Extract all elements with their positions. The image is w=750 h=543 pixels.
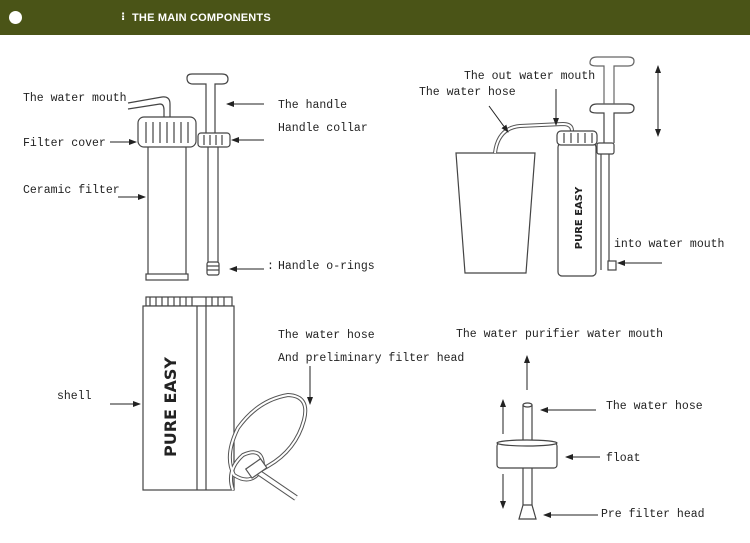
pump-handle	[186, 73, 231, 276]
label-water-hose-mid: The water hose	[278, 329, 375, 342]
leader-arrows-bottom-right	[500, 355, 600, 518]
label-handle-collar: Handle collar	[278, 122, 368, 135]
coiled-hose	[227, 392, 308, 501]
label-water-mouth: The water mouth	[23, 92, 127, 105]
float-assembly	[496, 402, 558, 520]
label-the-handle: The handle	[278, 99, 348, 112]
label-out-water-mouth: The out water mouth	[464, 70, 596, 83]
filter-cartridge	[127, 96, 197, 281]
label-float: float	[606, 452, 641, 465]
page-title: THE MAIN COMPONENTS	[132, 12, 271, 24]
label-into-water-mouth: into water mouth	[614, 238, 725, 251]
label-water-hose-top: The water hose	[419, 86, 516, 99]
label-ceramic-filter: Ceramic filter	[23, 184, 120, 197]
leader-arrows-top-left	[110, 101, 264, 272]
brand-logo-small: PURE EASY	[574, 186, 585, 249]
header-mark: ⁝	[121, 10, 126, 23]
leader-arrows-bottom-left	[110, 366, 313, 407]
circle-icon	[9, 11, 22, 24]
label-handle-orings: Handle o-rings	[278, 260, 375, 273]
svg-text:PURE EASY: PURE EASY	[161, 357, 180, 457]
label-water-hose-right: The water hose	[606, 400, 703, 413]
label-preliminary-filter-head: And preliminary filter head	[278, 352, 465, 365]
shell	[142, 296, 235, 491]
label-orings-mark: :	[267, 260, 274, 273]
assembled-purifier	[493, 56, 635, 277]
brand-logo-large: PURE EASY	[161, 357, 180, 457]
cup	[455, 152, 536, 274]
svg-text:PURE EASY: PURE EASY	[574, 186, 585, 249]
label-shell: shell	[57, 390, 92, 403]
label-purifier-water-mouth: The water purifier water mouth	[456, 328, 664, 341]
label-filter-cover: Filter cover	[23, 137, 106, 150]
label-pre-filter-head: Pre filter head	[601, 508, 705, 521]
leader-arrows-top-right	[488, 65, 662, 266]
header-bar: ⁝ THE MAIN COMPONENTS	[0, 0, 750, 35]
